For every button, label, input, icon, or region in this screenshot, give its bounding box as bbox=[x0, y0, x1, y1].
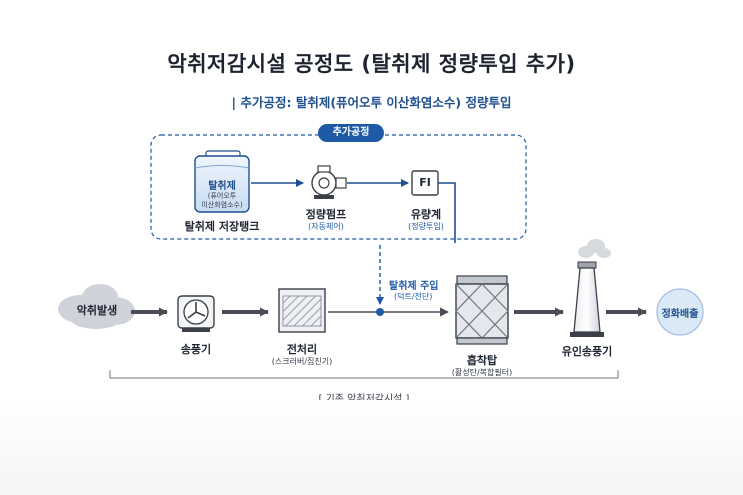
subtitle-bar: | bbox=[231, 95, 237, 110]
pretreat-label: 전처리 bbox=[286, 343, 318, 356]
odor-cloud-icon bbox=[58, 284, 135, 329]
odor-source-label: 악취발생 bbox=[76, 304, 118, 317]
injection-sub: (덕트/전단) bbox=[394, 292, 433, 301]
exhaust-circle bbox=[656, 288, 704, 336]
tank-inner-title: 탈취제 bbox=[208, 181, 236, 192]
pretreatment-unit-icon bbox=[278, 288, 326, 333]
storage-tank-icon bbox=[194, 150, 250, 213]
tower-sub: (활성탄/복합필터) bbox=[451, 368, 513, 377]
pump-sub: (자동제어) bbox=[308, 222, 344, 231]
smoke-icon bbox=[578, 239, 611, 258]
stack-label: 유인송풍기 bbox=[561, 345, 613, 358]
existing-facility-label: [ 기존 악취저감시설 ] bbox=[319, 390, 410, 405]
pump-label: 정량펌프 bbox=[305, 208, 347, 221]
injection-label: 탈취제 주입 bbox=[389, 281, 439, 292]
blower-icon bbox=[177, 295, 215, 332]
exhaust-label: 정화배출 bbox=[661, 309, 699, 320]
tank-inner-sub1: (퓨어오투 bbox=[207, 192, 237, 200]
page-subtitle: | 추가공정: 탈취제(퓨어오투 이산화염소수) 정량투입 bbox=[0, 92, 743, 111]
meter-symbol: FI bbox=[419, 176, 431, 189]
meter-sub: (정량투입) bbox=[408, 222, 444, 231]
tank-label: 탈취제 저장탱크 bbox=[184, 220, 260, 233]
tank-inner-sub2: 이산화염소수) bbox=[201, 201, 243, 209]
page-title: 악취저감시설 공정도 (탈취제 정량투입 추가) bbox=[167, 52, 576, 76]
subtitle-text: 추가공정: 탈취제(퓨어오투 이산화염소수) 정량투입 bbox=[240, 95, 512, 110]
injection-point-icon bbox=[376, 308, 384, 316]
meter-outlet-line bbox=[438, 182, 456, 243]
existing-facility-bracket bbox=[109, 370, 619, 379]
stack-icon bbox=[570, 261, 604, 337]
added-process-badge: 추가공정 bbox=[318, 124, 384, 142]
adsorption-tower-icon bbox=[455, 275, 509, 345]
meter-label: 유량계 bbox=[410, 208, 442, 221]
bottom-fade bbox=[0, 400, 743, 495]
tower-label: 흡착탑 bbox=[466, 354, 498, 367]
pretreat-sub: (스크러버/집진기) bbox=[271, 357, 333, 366]
metering-pump-icon bbox=[311, 165, 347, 199]
blower-label: 송풍기 bbox=[180, 343, 212, 356]
